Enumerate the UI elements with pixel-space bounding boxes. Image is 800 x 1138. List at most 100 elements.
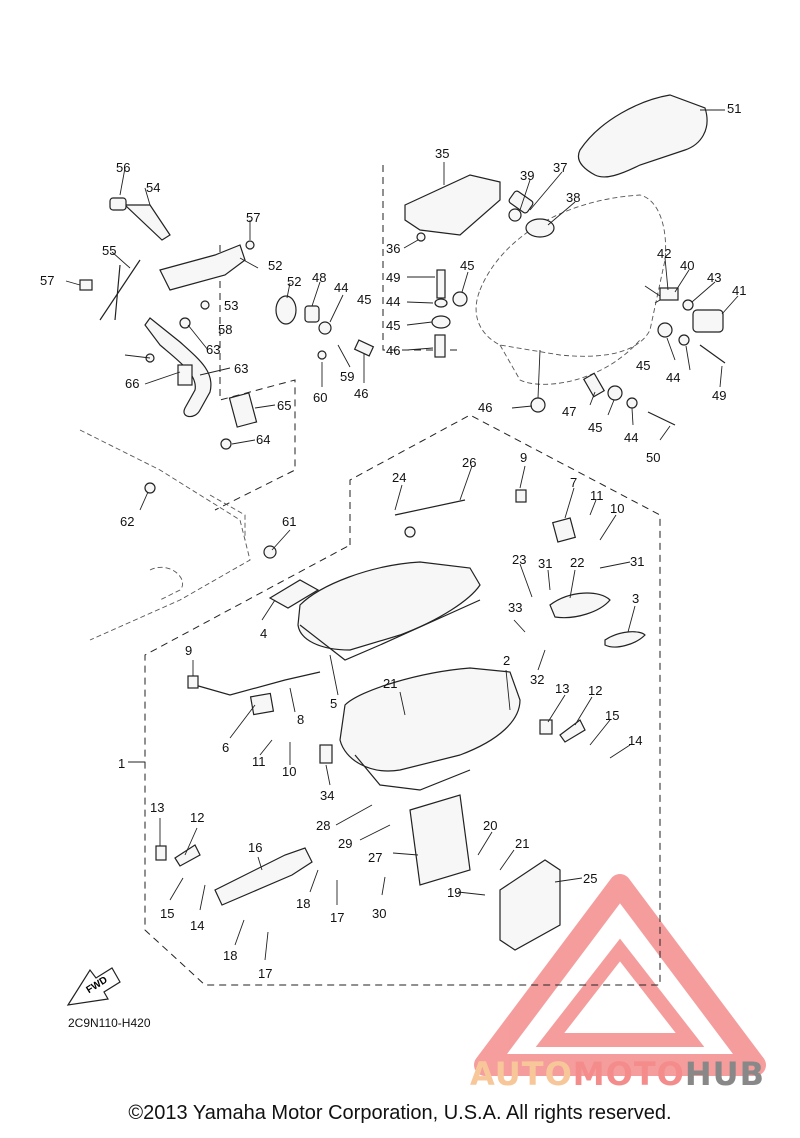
callout-label: 50 [646, 450, 660, 465]
callout-label: 14 [190, 918, 204, 933]
callout-label: 24 [392, 470, 406, 485]
watermark-part2: MOTO [572, 1055, 685, 1093]
callout-label: 1 [118, 756, 125, 771]
callout-label: 42 [657, 246, 671, 261]
callout-label: 51 [727, 101, 741, 116]
callout-label: 54 [146, 180, 160, 195]
callout-label: 43 [707, 270, 721, 285]
callout-label: 29 [338, 836, 352, 851]
callout-label: 49 [386, 270, 400, 285]
callout-label: 45 [588, 420, 602, 435]
callout-label: 40 [680, 258, 694, 273]
callout-label: 30 [372, 906, 386, 921]
callout-label: 32 [530, 672, 544, 687]
callout-label: 27 [368, 850, 382, 865]
callout-label: 33 [508, 600, 522, 615]
callout-label: 12 [190, 810, 204, 825]
part-25-plate [499, 859, 561, 951]
callout-label: 64 [256, 432, 270, 447]
callout-label: 12 [588, 683, 602, 698]
callout-label: 21 [515, 836, 529, 851]
callout-label: 44 [386, 294, 400, 309]
callout-label: 38 [566, 190, 580, 205]
callout-label: 10 [282, 764, 296, 779]
callout-label: 7 [570, 475, 577, 490]
callout-label: 63 [234, 361, 248, 376]
callout-label: 60 [313, 390, 327, 405]
callout-label: 22 [570, 555, 584, 570]
callout-label: 21 [383, 676, 397, 691]
part-2-bag-body [339, 667, 521, 772]
watermark-part3: HUB [684, 1055, 766, 1093]
callout-label: 46 [478, 400, 492, 415]
callout-label: 9 [520, 450, 527, 465]
leader-lines [65, 109, 739, 961]
callout-label: 18 [296, 896, 310, 911]
callout-label: 52 [287, 274, 301, 289]
callout-label: 44 [334, 280, 348, 295]
callout-label: 52 [268, 258, 282, 273]
fwd-arrow-icon: FWD [66, 967, 121, 1006]
callout-label: 44 [624, 430, 638, 445]
callout-label: 10 [610, 501, 624, 516]
callout-label: 55 [102, 243, 116, 258]
callout-label: 13 [555, 681, 569, 696]
callout-label: 23 [512, 552, 526, 567]
callout-label: 2 [503, 653, 510, 668]
callout-label: 6 [222, 740, 229, 755]
callout-label: 31 [630, 554, 644, 569]
assembly-boundary [144, 414, 661, 986]
callout-label: 61 [282, 514, 296, 529]
watermark-part1: AUTO [470, 1055, 573, 1093]
callout-label: 57 [40, 273, 54, 288]
callout-label: 25 [583, 871, 597, 886]
callout-label: 15 [160, 906, 174, 921]
callout-label: 4 [260, 626, 267, 641]
callout-label: 45 [386, 318, 400, 333]
callout-label: 31 [538, 556, 552, 571]
callout-label: 47 [562, 404, 576, 419]
callout-label: 45 [636, 358, 650, 373]
callout-label: 44 [666, 370, 680, 385]
part-50-seal [577, 94, 708, 178]
callout-label: 16 [248, 840, 262, 855]
watermark-text: AUTOMOTOHUB [470, 1055, 765, 1093]
callout-label: 3 [632, 591, 639, 606]
callout-label: 13 [150, 800, 164, 815]
callout-label: 56 [116, 160, 130, 175]
callout-label: 48 [312, 270, 326, 285]
diagram-code: 2C9N110-H420 [68, 1016, 151, 1030]
copyright-notice: ©2013 Yamaha Motor Corporation, U.S.A. A… [128, 1102, 672, 1124]
callout-label: 19 [447, 885, 461, 900]
callout-label: 36 [386, 241, 400, 256]
part-35-bracket [404, 174, 501, 236]
callout-label: 37 [553, 160, 567, 175]
callout-label: 45 [460, 258, 474, 273]
callout-label: 20 [483, 818, 497, 833]
part-51-stay [159, 244, 246, 291]
callout-label: 26 [462, 455, 476, 470]
callout-label: 28 [316, 818, 330, 833]
callout-label: 65 [277, 398, 291, 413]
callout-label: 9 [185, 643, 192, 658]
callout-label: 41 [732, 283, 746, 298]
callout-label: 34 [320, 788, 334, 803]
callout-labels: 1 2 3 4 5 6 7 8 9 9 10 10 11 11 12 12 13… [40, 101, 746, 981]
callout-label: 17 [258, 966, 272, 981]
callout-label: 17 [330, 910, 344, 925]
part-62-rail [144, 317, 212, 418]
callout-label: 39 [520, 168, 534, 183]
callout-label: 46 [386, 343, 400, 358]
callout-label: 5 [330, 696, 337, 711]
callout-label: 58 [218, 322, 232, 337]
callout-label: 15 [605, 708, 619, 723]
callout-label: 11 [252, 754, 266, 769]
callout-label: 11 [590, 488, 604, 503]
watermark-logo [474, 874, 766, 1076]
callout-label: 66 [125, 376, 139, 391]
callout-label: 59 [340, 369, 354, 384]
callout-label: 49 [712, 388, 726, 403]
callout-label: 18 [223, 948, 237, 963]
callout-label: 53 [224, 298, 238, 313]
